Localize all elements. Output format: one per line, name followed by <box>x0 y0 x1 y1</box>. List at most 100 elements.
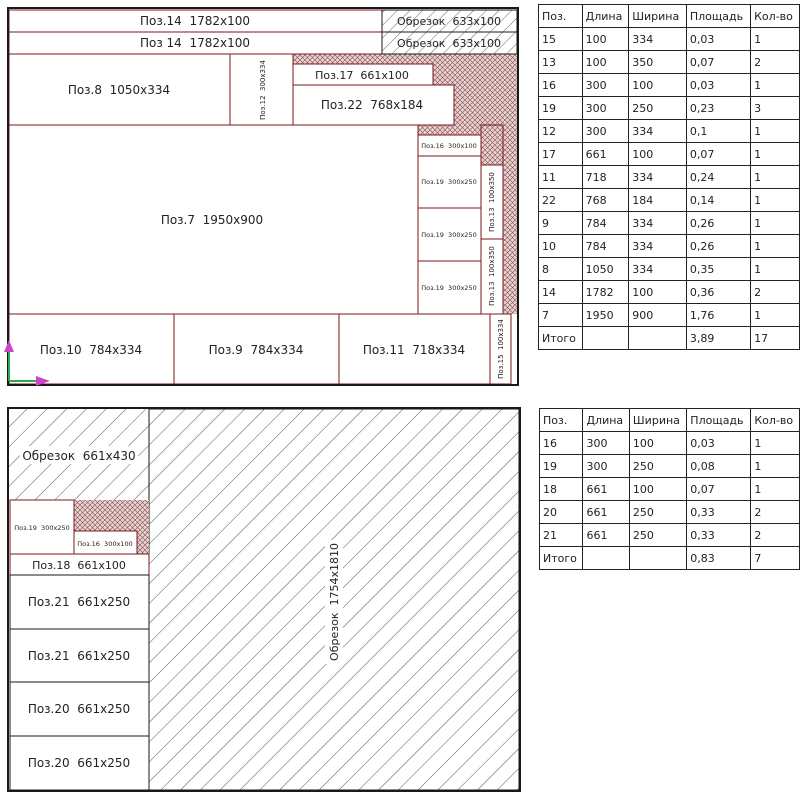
table-cell <box>582 546 630 570</box>
piece-label: Поз.9 784x334 <box>209 343 304 357</box>
table-cell: 16 <box>538 73 583 97</box>
piece-rect <box>417 207 482 262</box>
table-cell: 12 <box>538 119 583 143</box>
table-cell: 22 <box>538 188 583 212</box>
piece-rect <box>8 53 231 126</box>
piece-rect <box>8 313 175 385</box>
piece-label: Поз.19 300x250 <box>421 231 476 239</box>
table-cell: 100 <box>628 477 688 501</box>
table-cell: 0,26 <box>685 234 752 258</box>
table-cell: 350 <box>628 50 687 74</box>
piece-label: Поз.15 100x334 <box>497 319 505 379</box>
table-cell: 334 <box>628 211 687 235</box>
piece-label: Поз.13 100x350 <box>488 172 496 232</box>
piece-label: Поз.22 768x184 <box>321 98 423 112</box>
table-cell: 1782 <box>581 280 630 304</box>
table-cell: 1 <box>750 119 800 143</box>
table-cell: 1 <box>750 142 800 166</box>
piece-label: Поз.8 1050x334 <box>68 83 170 97</box>
piece-label: Поз.18 661x100 <box>32 559 126 572</box>
table-cell: 1950 <box>581 303 630 327</box>
table-cell: 0,83 <box>686 546 752 570</box>
table-cell: 300 <box>582 454 630 478</box>
table-cell: 250 <box>628 454 688 478</box>
piece-label: Поз.19 300x250 <box>421 284 476 292</box>
table-cell: 19 <box>538 454 584 478</box>
table-cell: 18 <box>538 477 584 501</box>
table-cell: 334 <box>628 27 687 51</box>
piece-label: Поз.20 661x250 <box>28 702 130 716</box>
table-cell: 100 <box>581 27 630 51</box>
table-cell: 1 <box>750 165 800 189</box>
table-cell: 2 <box>750 523 800 547</box>
table-cell: 15 <box>538 27 583 51</box>
waste-zone <box>503 125 517 314</box>
column-header: Кол-во <box>750 4 800 28</box>
table-cell: 0,07 <box>686 477 752 501</box>
table-cell: 250 <box>628 523 688 547</box>
table-header-row: Поз. Длина Ширина Площадь Кол-во <box>538 4 800 28</box>
piece-label: Поз.19 300x250 <box>421 178 476 186</box>
table-cell: 0,33 <box>686 500 752 524</box>
piece-label: Поз.16 300x100 <box>77 540 132 548</box>
piece-label: Поз.16 300x100 <box>421 142 476 150</box>
table-cell: 250 <box>628 500 688 524</box>
piece-label: Поз.11 718x334 <box>363 343 465 357</box>
table-cell: 1 <box>750 211 800 235</box>
column-header: Поз. <box>538 4 583 28</box>
table-cell: 14 <box>538 280 583 304</box>
piece-label: Поз.20 661x250 <box>28 756 130 770</box>
piece-label: Поз.7 1950x900 <box>161 213 263 227</box>
table-cell: 1,76 <box>685 303 752 327</box>
label-backdrop <box>20 446 138 464</box>
piece-label: Поз.12 300x334 <box>259 60 267 120</box>
table-cell: 7 <box>750 546 800 570</box>
piece-label: Поз 14 1782x100 <box>140 36 250 50</box>
table-cell: 334 <box>628 257 687 281</box>
table-cell: 2 <box>750 50 800 74</box>
table-cell: 661 <box>582 500 630 524</box>
table-cell: 16 <box>538 431 584 455</box>
table-cell: 100 <box>581 50 630 74</box>
table-cell: 0,07 <box>685 50 752 74</box>
piece-label: Поз.13 100x350 <box>488 246 496 306</box>
table-cell: 7 <box>538 303 583 327</box>
table-header-row: Поз. Длина Ширина Площадь Кол-во <box>538 408 800 432</box>
table-cell: 300 <box>582 431 630 455</box>
table-cell: 21 <box>538 523 584 547</box>
column-header: Кол-во <box>750 408 800 432</box>
piece-rect <box>229 53 294 126</box>
table-cell: 0,33 <box>686 523 752 547</box>
piece-rect <box>9 681 150 737</box>
table-cell <box>628 546 688 570</box>
piece-label: Поз.17 661x100 <box>315 69 409 82</box>
table-cell: 1 <box>750 27 800 51</box>
table-cell: 0,07 <box>685 142 752 166</box>
piece-rect <box>292 84 455 126</box>
table-cell: 1 <box>750 477 800 501</box>
table-cell: 0,14 <box>685 188 752 212</box>
table-cell: 661 <box>582 477 630 501</box>
table-cell: 17 <box>750 326 800 350</box>
table-cell: 661 <box>581 142 630 166</box>
table-cell: 784 <box>581 211 630 235</box>
table-cell: 0,08 <box>686 454 752 478</box>
table-cell: 100 <box>628 280 687 304</box>
table-cell: 661 <box>582 523 630 547</box>
sheet-frame <box>7 407 521 792</box>
table-cell: 0,35 <box>685 257 752 281</box>
sheet-1: Поз.14 1782x100 Поз 14 1782x100 Обрезок … <box>4 7 519 386</box>
table-cell <box>628 326 687 350</box>
